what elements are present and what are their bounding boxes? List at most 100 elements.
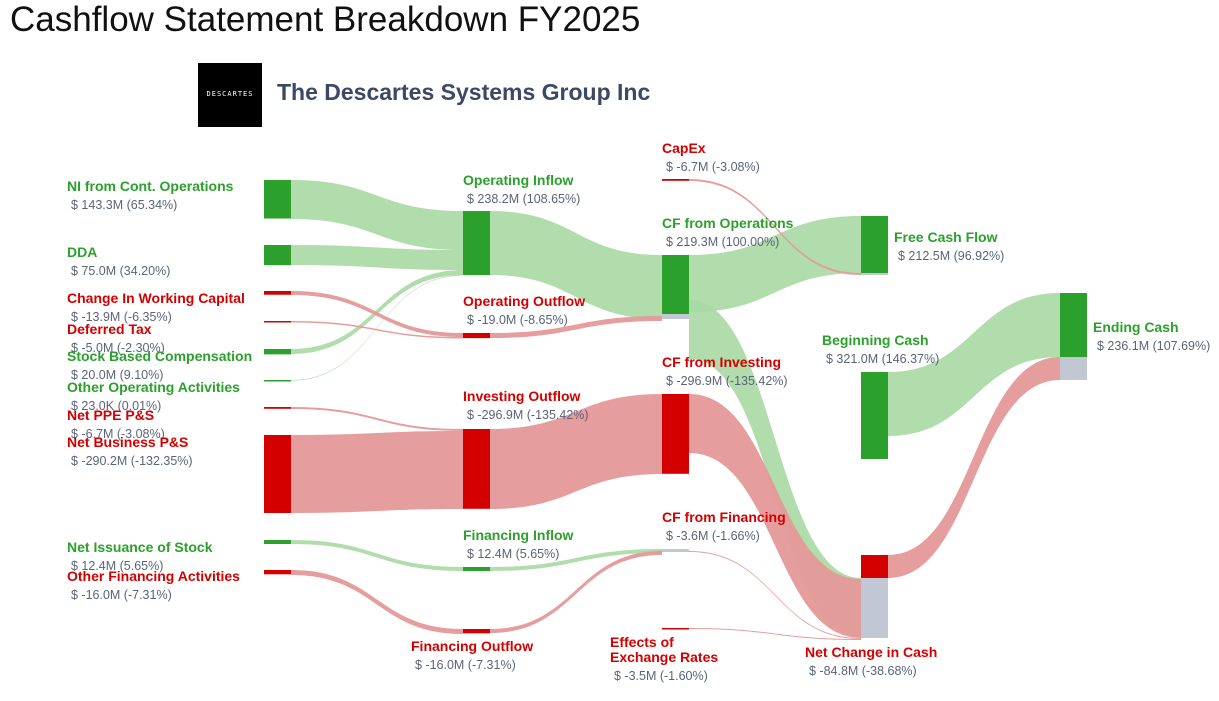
value-ni: $ 143.3M (65.34%) — [71, 198, 177, 212]
label-nis: Net Issuance of Stock — [67, 539, 213, 555]
value-cfo: $ 219.3M (100.00%) — [666, 235, 779, 249]
link-oo-to-cfo — [490, 316, 662, 338]
value-dda: $ 75.0M (34.20%) — [71, 264, 170, 278]
sankey-links — [291, 179, 1060, 640]
link-fi-to-cff — [490, 549, 662, 571]
label-dt: Deferred Tax — [67, 321, 152, 337]
link-cfo-to-fcf — [689, 216, 861, 312]
label-sbc: Stock Based Compensation — [67, 348, 252, 364]
node-fx — [662, 628, 689, 630]
value-ofa: $ -16.0M (-7.31%) — [71, 588, 172, 602]
sankey-labels: NI from Cont. Operations $ 143.3M (65.34%… — [67, 140, 1210, 683]
company-logo: DESCARTES — [198, 63, 262, 127]
node-cff-deduction — [662, 549, 689, 552]
label-nc: Net Change in Cash — [805, 644, 937, 660]
label-dda: DDA — [67, 244, 97, 260]
node-bc — [861, 372, 888, 459]
value-nis: $ 12.4M (5.65%) — [71, 559, 163, 573]
node-cfi — [662, 394, 689, 474]
link-ni-to-oi — [291, 180, 463, 250]
label-cff: CF from Financing — [662, 509, 786, 525]
value-io: $ -296.9M (-135.42%) — [467, 408, 589, 422]
node-dda — [264, 245, 291, 266]
node-ni — [264, 180, 291, 219]
link-fo-to-cff — [490, 551, 662, 633]
value-fx: $ -3.5M (-1.60%) — [614, 669, 708, 683]
label-wc: Change In Working Capital — [67, 290, 245, 306]
node-ofa — [264, 570, 291, 575]
link-fx-to-nc — [689, 628, 861, 640]
logo-text: DESCARTES — [206, 90, 254, 98]
value-oi: $ 238.2M (108.65%) — [467, 192, 580, 206]
link-nis-to-fi — [291, 540, 463, 571]
label-cfo: CF from Operations — [662, 215, 794, 231]
value-wc: $ -13.9M (-6.35%) — [71, 310, 172, 324]
value-bc: $ 321.0M (146.37%) — [826, 352, 939, 366]
label-fcf: Free Cash Flow — [894, 229, 998, 245]
link-ooa-to-oi — [291, 275, 463, 381]
link-cfo-to-nc — [689, 300, 861, 637]
link-dt-to-oo — [291, 321, 463, 339]
value-ppe: $ -6.7M (-3.08%) — [71, 427, 165, 441]
label-capex: CapEx — [662, 140, 706, 156]
value-fi: $ 12.4M (5.65%) — [467, 547, 559, 561]
link-oi-to-cfo — [490, 211, 662, 319]
value-nbp: $ -290.2M (-132.35%) — [71, 454, 193, 468]
label-bc: Beginning Cash — [822, 332, 929, 348]
value-ec: $ 236.1M (107.69%) — [1097, 339, 1210, 353]
value-oo: $ -19.0M (-8.65%) — [467, 313, 568, 327]
value-dt: $ -5.0M (-2.30%) — [71, 341, 165, 355]
link-wc-to-oo — [291, 291, 463, 337]
label-oo: Operating Outflow — [463, 293, 585, 309]
node-cfo-deduction — [662, 314, 689, 319]
value-cff: $ -3.6M (-1.66%) — [666, 529, 760, 543]
label-ppe: Net PPE P&S — [67, 407, 154, 423]
value-ooa: $ 23.0K (0.01%) — [71, 399, 161, 413]
link-nc-to-ec — [888, 357, 1060, 578]
node-nc-deduction — [861, 578, 888, 638]
label-nbp: Net Business P&S — [67, 434, 188, 450]
node-nc — [861, 555, 888, 578]
value-fo: $ -16.0M (-7.31%) — [415, 658, 516, 672]
node-ec-deduction — [1060, 357, 1087, 380]
node-capex — [662, 179, 689, 181]
link-ppe-to-io — [291, 407, 463, 431]
company-name: The Descartes Systems Group Inc — [277, 79, 651, 105]
node-wc — [264, 291, 291, 295]
label-io: Investing Outflow — [463, 388, 581, 404]
node-ec — [1060, 293, 1087, 357]
link-ofa-to-fo — [291, 570, 463, 634]
link-dda-to-oi — [291, 245, 463, 270]
value-cfi: $ -296.9M (-135.42%) — [666, 374, 788, 388]
label-cfi: CF from Investing — [662, 354, 781, 370]
link-bc-to-ec — [888, 293, 1060, 436]
sankey-nodes — [264, 179, 1087, 638]
label-ec: Ending Cash — [1093, 319, 1179, 335]
node-cfo — [662, 255, 689, 314]
node-dt — [264, 321, 291, 323]
link-nbp-to-io — [291, 431, 463, 513]
node-sbc — [264, 349, 291, 355]
node-ppe — [264, 407, 291, 409]
link-cfi-to-nc — [689, 394, 861, 638]
value-nc: $ -84.8M (-38.68%) — [809, 664, 917, 678]
label-ni: NI from Cont. Operations — [67, 178, 234, 194]
page-title: Cashflow Statement Breakdown FY2025 — [10, 0, 641, 39]
label-fo: Financing Outflow — [411, 638, 533, 654]
node-fcf-deduction — [861, 273, 888, 275]
value-sbc: $ 20.0M (9.10%) — [71, 368, 163, 382]
link-io-to-cfi — [490, 394, 662, 509]
node-fcf — [861, 216, 888, 273]
label-oi: Operating Inflow — [463, 172, 574, 188]
node-oi — [463, 211, 490, 276]
node-ooa — [264, 380, 291, 382]
node-nis — [264, 540, 291, 544]
link-capex-to-fcf — [689, 179, 861, 275]
node-io — [463, 429, 490, 509]
value-capex: $ -6.7M (-3.08%) — [666, 160, 760, 174]
value-fcf: $ 212.5M (96.92%) — [898, 249, 1004, 263]
link-cff-to-nc — [689, 551, 861, 639]
node-fi — [463, 567, 490, 571]
